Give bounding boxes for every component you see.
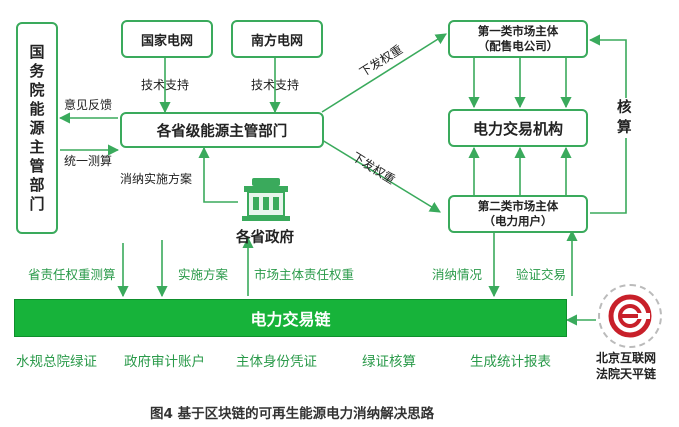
- bottom-label-4: 绿证核算: [362, 354, 416, 370]
- blockchain-bar: 电力交易链: [14, 299, 567, 337]
- bottom-label-3: 主体身份凭证: [236, 354, 317, 370]
- upper-label-2: 实施方案: [178, 267, 229, 282]
- upper-label-5: 验证交易: [516, 267, 567, 282]
- exchange-node: 电力交易机构: [448, 109, 588, 147]
- state-grid-node: 国家电网: [121, 20, 213, 58]
- court-logo-line2: 法院天平链: [596, 367, 657, 381]
- user-node: 第二类市场主体 （电力用户）: [448, 195, 588, 233]
- arrow-plan: [198, 146, 238, 203]
- state-council-node: 国务院能源主管部门: [16, 22, 58, 234]
- figure-caption: 图4 基于区块链的可再生能源电力消纳解决思路: [150, 406, 435, 422]
- bottom-label-2: 政府审计账户: [124, 354, 205, 370]
- court-logo-icon: [608, 294, 652, 338]
- court-logo-line1: 北京互联网: [596, 351, 657, 365]
- arrow-issue-weight-down: [321, 139, 441, 213]
- unified-calc-label: 统一测算: [64, 154, 113, 168]
- seller-node: 第一类市场主体 （配售电公司）: [448, 20, 588, 58]
- government-building-icon: [242, 178, 290, 221]
- feedback-label: 意见反馈: [64, 98, 113, 112]
- court-logo: [598, 284, 662, 348]
- arrow-issue-weight-up: [321, 33, 447, 113]
- provincial-gov-label: 各省政府: [236, 230, 294, 246]
- tech-support-label-2: 技术支持: [251, 78, 300, 92]
- upper-label-1: 省责任权重测算: [28, 267, 116, 282]
- southern-grid-node: 南方电网: [231, 20, 323, 58]
- upper-label-4: 消纳情况: [432, 267, 483, 282]
- tech-support-label-1: 技术支持: [141, 78, 190, 92]
- provincial-energy-node: 各省级能源主管部门: [120, 112, 324, 148]
- bottom-label-5: 生成统计报表: [470, 354, 551, 370]
- audit-label: 核算: [617, 98, 633, 138]
- bottom-label-1: 水规总院绿证: [16, 354, 97, 370]
- upper-label-3: 市场主体责任权重: [254, 267, 355, 282]
- plan-label: 消纳实施方案: [120, 172, 193, 186]
